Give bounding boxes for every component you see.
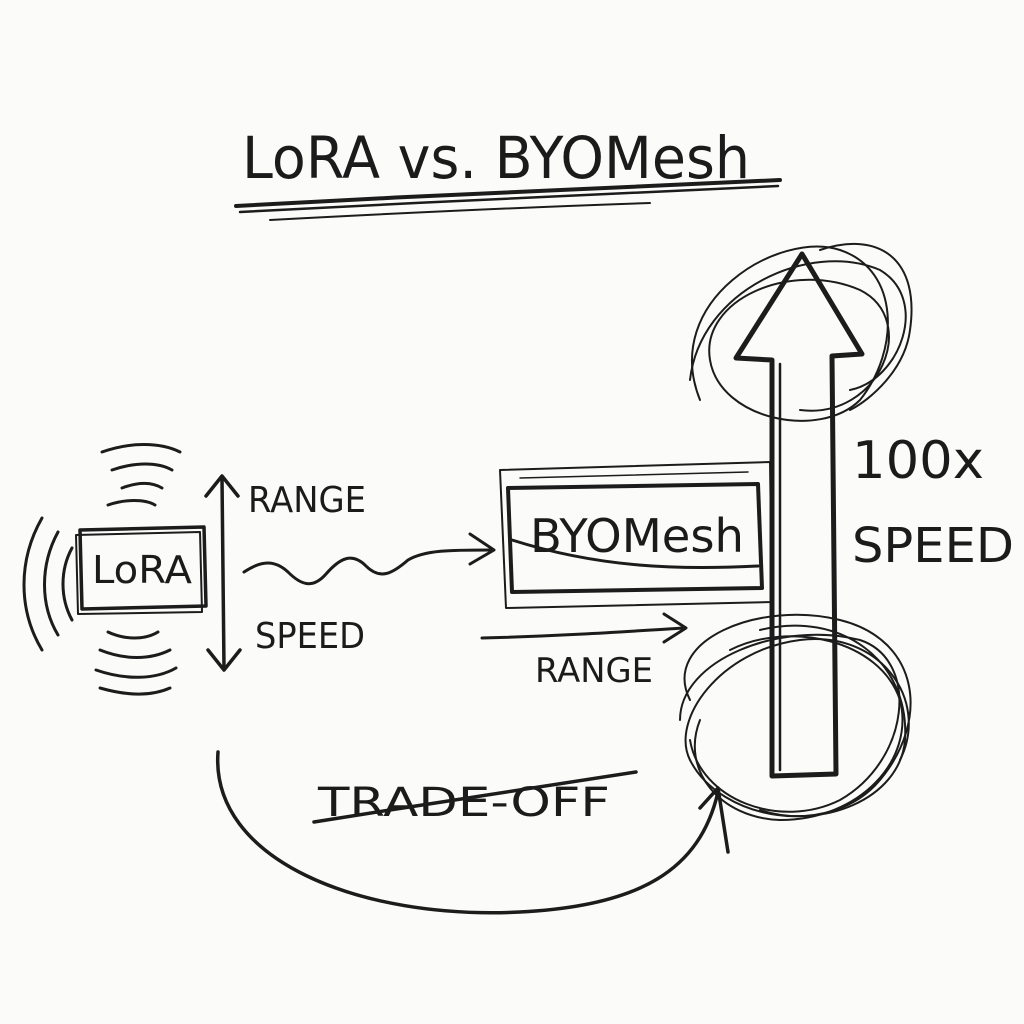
byomesh-range-label: RANGE: [535, 651, 653, 691]
lora-speed-label: SPEED: [255, 616, 365, 657]
lora-box: [75, 525, 208, 615]
speed-multiplier-label: 100x: [852, 431, 984, 491]
bottom-scribble: [679, 613, 912, 821]
tradeoff-strike-line: [312, 770, 638, 824]
byomesh-strike-line: [510, 538, 760, 570]
title-underline: [234, 178, 782, 221]
speed-label: SPEED: [852, 518, 1014, 574]
lora-range-label: RANGE: [248, 480, 366, 521]
range-speed-double-arrow: [204, 474, 242, 672]
tradeoff-curved-arrow: [216, 750, 730, 915]
wavy-connector-arrow: [242, 532, 496, 586]
lora-box-label: LoRA: [92, 548, 192, 592]
big-speed-up-arrow: [733, 251, 865, 779]
tradeoff-label: TRADE-OFF: [317, 780, 610, 826]
byomesh-range-arrow: [480, 612, 688, 644]
lora-radio-waves-icon: [22, 443, 182, 696]
diagram-title: LoRA vs. BYOMesh: [242, 124, 750, 192]
top-scribble: [689, 242, 913, 422]
